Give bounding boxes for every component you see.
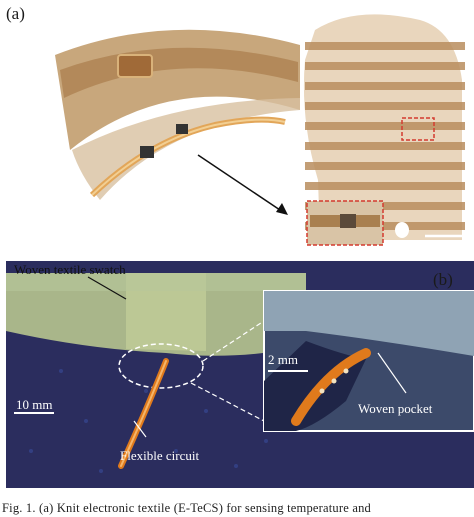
sensor-location-box — [401, 117, 435, 141]
panel-b-label: (b) — [433, 270, 453, 289]
zoom-ellipse — [118, 343, 204, 389]
woven-pocket-label: Woven pocket — [358, 401, 433, 416]
panel-b-photo — [6, 261, 474, 488]
scale-2mm-label: 2 mm — [268, 352, 298, 367]
woven-swatch-label: Woven textile swatch — [14, 262, 126, 277]
figure-caption: Fig. 1. (a) Knit electronic textile (E-T… — [2, 501, 371, 515]
pointer-arrow — [197, 154, 281, 211]
inset-pocket — [263, 290, 474, 432]
flexible-circuit-label: Flexible circuit — [120, 448, 200, 463]
panel-a-label: (a) — [6, 4, 25, 23]
sensor-pod — [395, 222, 409, 238]
scale-10mm-label: 10 mm — [16, 397, 53, 412]
panel-a-photo — [55, 14, 465, 246]
striped-sweater — [303, 14, 465, 240]
